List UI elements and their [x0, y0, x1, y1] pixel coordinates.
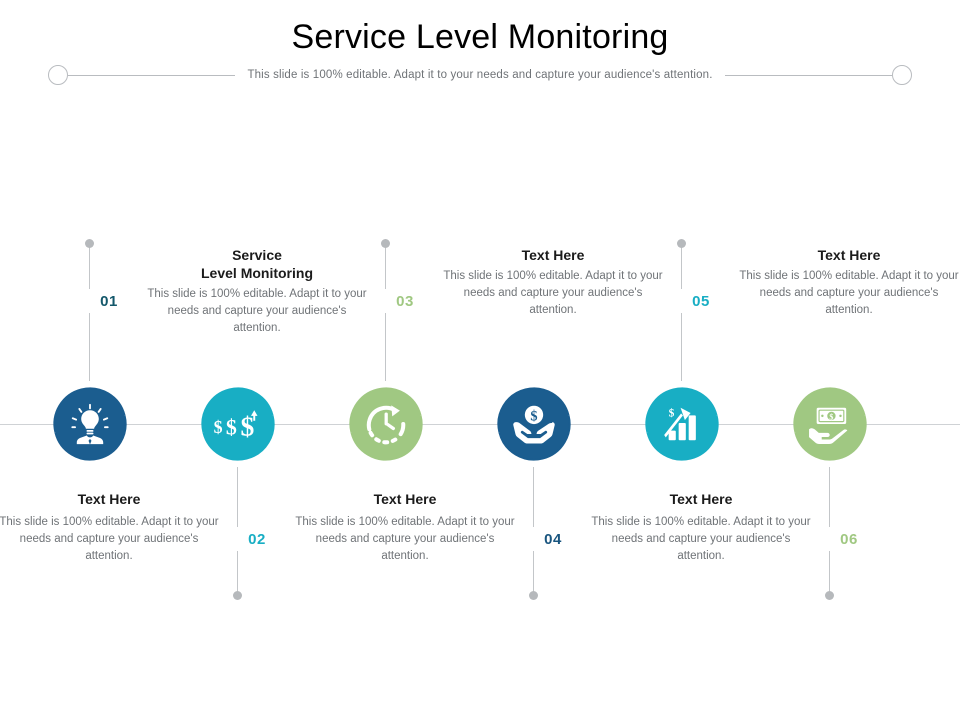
- subtitle-row: This slide is 100% editable. Adapt it to…: [48, 64, 912, 86]
- growth-bar-chart-icon: $: [664, 406, 696, 441]
- item-heading-04: Text Here: [521, 247, 585, 263]
- item-number-03: 03: [375, 291, 435, 312]
- timeline-item-05[interactable]: 05 $: [591, 0, 811, 720]
- timeline-item-06[interactable]: 06 $: [739, 0, 959, 720]
- svg-text:$: $: [214, 417, 223, 437]
- item-heading-05: Text Here: [669, 491, 733, 507]
- connector-stem-upper: [385, 243, 386, 289]
- icon-badge-02[interactable]: $ $ $: [195, 381, 281, 467]
- icon-badge-05[interactable]: $: [639, 381, 725, 467]
- item-body-02: This slide is 100% editable. Adapt it to…: [147, 288, 367, 334]
- page-title: Service Level Monitoring: [291, 18, 669, 56]
- svg-text:$: $: [530, 409, 537, 425]
- item-heading-06: Text Here: [817, 247, 881, 263]
- connector-stem-upper: [829, 467, 830, 527]
- hands-holding-dollar-icon: $: [513, 405, 555, 444]
- item-number-05: 05: [671, 291, 731, 312]
- item-number-06: 06: [819, 529, 879, 550]
- lightbulb-person-icon: [71, 403, 109, 445]
- icon-badge-01[interactable]: [47, 381, 133, 467]
- item-body-03: This slide is 100% editable. Adapt it to…: [295, 516, 515, 562]
- connector-end-dot-icon: [233, 591, 242, 600]
- subtitle-left-line: [68, 74, 236, 76]
- text-block-04: Text Here This slide is 100% editable. A…: [443, 246, 663, 316]
- icon-badge-03[interactable]: [343, 381, 429, 467]
- svg-text:$: $: [240, 410, 254, 441]
- connector-stem-lower: [533, 551, 534, 595]
- connector-stem-lower: [829, 551, 830, 595]
- svg-text:$: $: [669, 406, 675, 419]
- subtitle-text: This slide is 100% editable. Adapt it to…: [247, 69, 713, 81]
- item-heading-02-line2: Level Monitoring: [201, 265, 313, 281]
- connector-end-dot-icon: [529, 591, 538, 600]
- item-heading-03: Text Here: [373, 491, 437, 507]
- dollar-signs-icon: $ $ $: [214, 410, 258, 441]
- item-number-04: 04: [523, 529, 583, 550]
- connector-end-dot-icon: [85, 239, 94, 248]
- item-body-05: This slide is 100% editable. Adapt it to…: [591, 516, 811, 562]
- connector-stem-upper: [681, 243, 682, 289]
- connector-end-dot-icon: [825, 591, 834, 600]
- item-body-04: This slide is 100% editable. Adapt it to…: [443, 270, 663, 316]
- item-heading-01: Text Here: [77, 491, 141, 507]
- icon-disc: $: [499, 389, 569, 459]
- icon-disc: [55, 389, 125, 459]
- timeline-item-01[interactable]: 01: [0, 0, 219, 720]
- timeline-axis: [0, 424, 960, 425]
- text-block-02: Service Level Monitoring This slide is 1…: [147, 246, 367, 334]
- subtitle-right-line: [724, 74, 892, 76]
- icon-badge-06[interactable]: $: [787, 381, 873, 467]
- connector-stem-lower: [89, 313, 90, 381]
- timeline-item-03[interactable]: 03 Text Here This slide is 10: [295, 0, 515, 720]
- hand-holding-banknote-icon: $: [809, 407, 848, 444]
- timeline-item-02[interactable]: 02 $ $ $: [147, 0, 367, 720]
- icon-disc: $: [795, 389, 865, 459]
- connector-stem-upper: [237, 467, 238, 527]
- icon-badge-04[interactable]: $: [491, 381, 577, 467]
- connector-stem-upper: [533, 467, 534, 527]
- connector-stem-lower: [681, 313, 682, 381]
- item-number-01: 01: [79, 291, 139, 312]
- item-body-06: This slide is 100% editable. Adapt it to…: [739, 270, 959, 316]
- subtitle-left-dot-icon: [48, 65, 68, 85]
- connector-end-dot-icon: [677, 239, 686, 248]
- clock-cycle-icon: [366, 405, 406, 445]
- item-heading-02-line1: Service: [232, 247, 282, 263]
- text-block-03: Text Here This slide is 100% editable. A…: [295, 490, 515, 562]
- item-body-01: This slide is 100% editable. Adapt it to…: [0, 516, 219, 562]
- text-block-05: Text Here This slide is 100% editable. A…: [591, 490, 811, 562]
- connector-stem-lower: [385, 313, 386, 381]
- connector-stem-lower: [237, 551, 238, 595]
- svg-text:$: $: [829, 413, 833, 422]
- connector-end-dot-icon: [381, 239, 390, 248]
- icon-disc: $ $ $: [203, 389, 273, 459]
- icon-disc: [351, 389, 421, 459]
- timeline-item-04[interactable]: 04 $ Text Here This slide is 1: [443, 0, 663, 720]
- icon-disc: $: [647, 389, 717, 459]
- subtitle-right-dot-icon: [892, 65, 912, 85]
- svg-text:$: $: [226, 415, 237, 440]
- text-block-01: Text Here This slide is 100% editable. A…: [0, 490, 219, 562]
- text-block-06: Text Here This slide is 100% editable. A…: [739, 246, 959, 316]
- connector-stem-upper: [89, 243, 90, 289]
- item-number-02: 02: [227, 529, 287, 550]
